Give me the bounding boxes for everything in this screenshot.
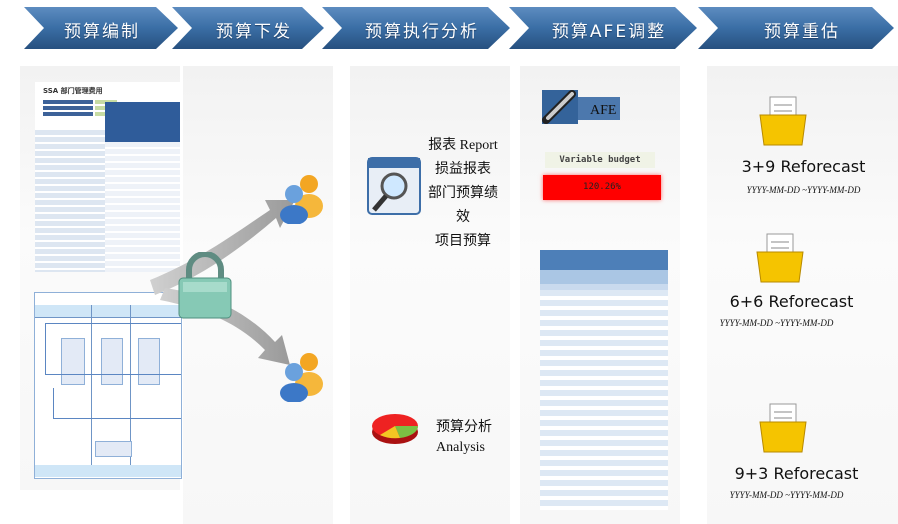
users-icon [280, 175, 323, 224]
step-budget-reforecast[interactable]: 预算重估 [698, 5, 896, 51]
chevron-shape [698, 7, 894, 49]
users-icon [280, 353, 323, 402]
pen-icon [542, 90, 578, 124]
analysis-label-en: Analysis [436, 440, 485, 455]
variable-budget-label: Variable budget [545, 152, 655, 168]
analysis-label-cn: 预算分析 [436, 420, 492, 435]
pie-chart-icon [372, 414, 419, 444]
report-item: 部门预算绩效 [428, 186, 498, 225]
lock-icon [178, 252, 232, 319]
panel-analysis [350, 66, 510, 524]
analysis-label: 预算分析 Analysis [436, 418, 492, 458]
afe-label-bg [578, 97, 620, 120]
step-budget-distribute[interactable]: 预算下发 [172, 5, 326, 51]
chevron-shape [322, 7, 510, 49]
step-budget-analysis[interactable]: 预算执行分析 [322, 5, 512, 51]
report-list: 报表 Report 损益报表 部门预算绩效 项目预算 [423, 134, 503, 254]
sheet-title: SSA 部门管理费用 [43, 87, 103, 95]
chevron-shape [172, 7, 324, 49]
reforecast-range: YYYY-MM-DD ~YYYY-MM-DD [746, 185, 861, 195]
step-budget-compile[interactable]: 预算编制 [24, 5, 180, 51]
report-item: 报表 Report [428, 138, 498, 153]
chevron-shape [24, 7, 178, 49]
reforecast-title: 3+9 Reforecast [741, 157, 866, 176]
report-search-icon [367, 157, 421, 215]
reforecast-title: 6+6 Reforecast [729, 292, 854, 311]
reforecast-title: 9+3 Reforecast [734, 464, 859, 483]
step-budget-afe[interactable]: 预算AFE调整 [509, 5, 699, 51]
afe-label: AFE [590, 103, 617, 118]
report-item: 项目预算 [435, 234, 491, 249]
report-item: 损益报表 [435, 162, 491, 177]
step-label: 预算执行分析 [365, 22, 479, 42]
variable-budget-value: 120.26% [543, 175, 661, 200]
folder-icon [756, 233, 804, 283]
step-label: 预算下发 [216, 22, 292, 42]
budget-spreadsheet-thumbnail: SSA 部门管理费用 [35, 82, 180, 272]
afe-table-thumbnail [540, 250, 668, 510]
folder-icon [759, 403, 807, 453]
step-label: 预算编制 [64, 22, 140, 42]
reforecast-range: YYYY-MM-DD ~YYYY-MM-DD [729, 490, 844, 500]
chevron-shape [509, 7, 697, 49]
folder-icon [759, 96, 807, 146]
step-label: 预算重估 [764, 22, 840, 42]
step-label: 预算AFE调整 [551, 22, 667, 42]
budget-flowchart-thumbnail [34, 292, 182, 479]
reforecast-range: YYYY-MM-DD ~YYYY-MM-DD [719, 318, 834, 328]
